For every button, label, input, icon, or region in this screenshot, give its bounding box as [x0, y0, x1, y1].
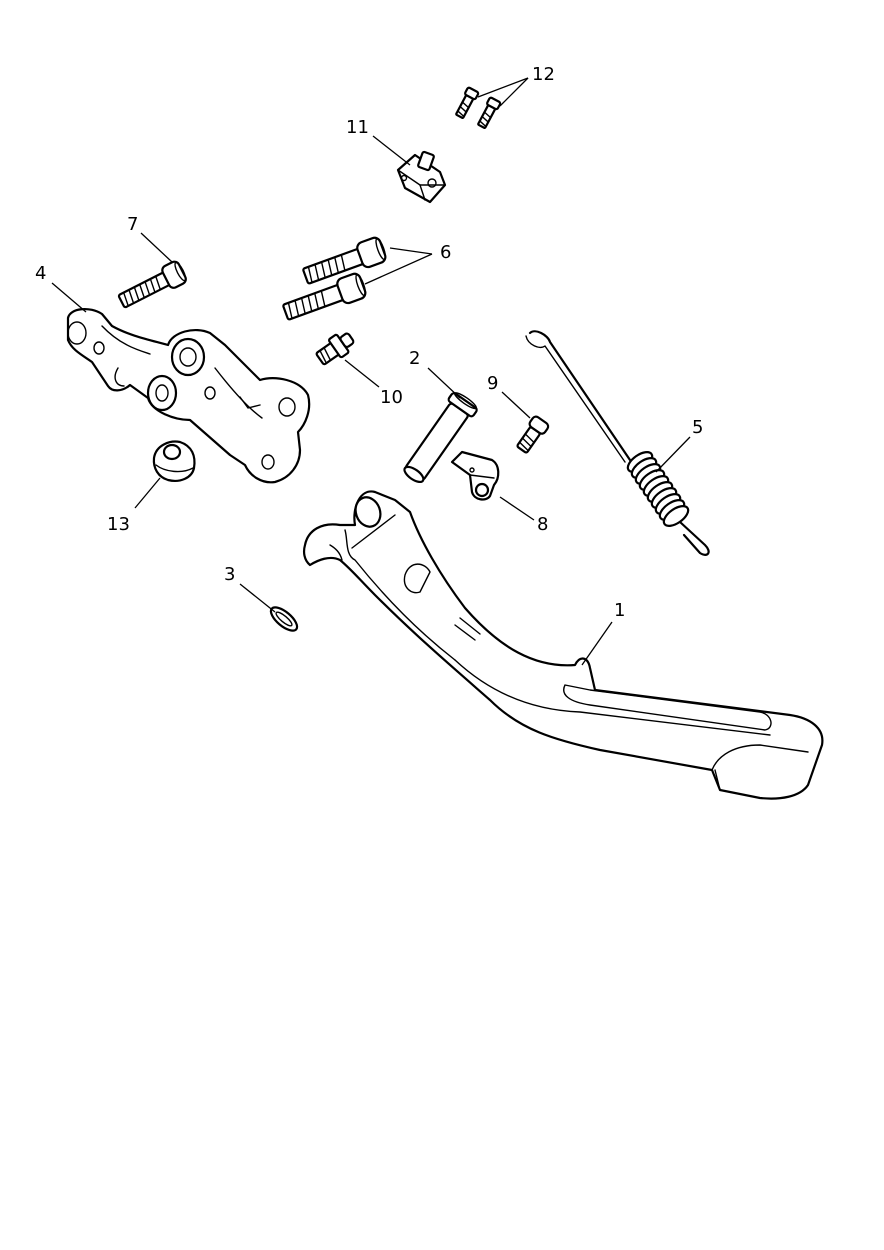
- leader-lines: [51, 77, 691, 666]
- callout-5: 5: [692, 417, 703, 438]
- callout-12: 12: [532, 64, 555, 85]
- callout-labels: 1 2 3 4 5 6 7 8 9 10 11 12 13: [35, 64, 703, 621]
- part-1-side-stand: [302, 490, 824, 800]
- callout-11: 11: [346, 117, 369, 138]
- part-12-screws: [455, 86, 502, 129]
- part-8-plate: [450, 450, 500, 501]
- part-2-pivot-pin: [403, 392, 478, 484]
- part-6-bolts: [282, 236, 387, 321]
- part-3-circlip: [269, 606, 299, 632]
- part-7-bolt: [117, 260, 187, 309]
- part-11-switch: [396, 150, 447, 204]
- callout-6: 6: [440, 242, 451, 263]
- part-10-stud: [315, 332, 355, 366]
- callout-9: 9: [487, 373, 498, 394]
- callout-4: 4: [35, 263, 46, 284]
- callout-1: 1: [614, 600, 625, 621]
- callout-10: 10: [380, 387, 403, 408]
- part-9-bolt: [516, 415, 550, 454]
- part-5-spring: [525, 330, 710, 556]
- part-4-bracket: [66, 308, 311, 484]
- part-13-bump-stop: [152, 440, 196, 482]
- callout-3: 3: [224, 564, 235, 585]
- callout-2: 2: [409, 348, 420, 369]
- callout-8: 8: [537, 514, 548, 535]
- callout-7: 7: [127, 214, 138, 235]
- callout-13: 13: [107, 514, 130, 535]
